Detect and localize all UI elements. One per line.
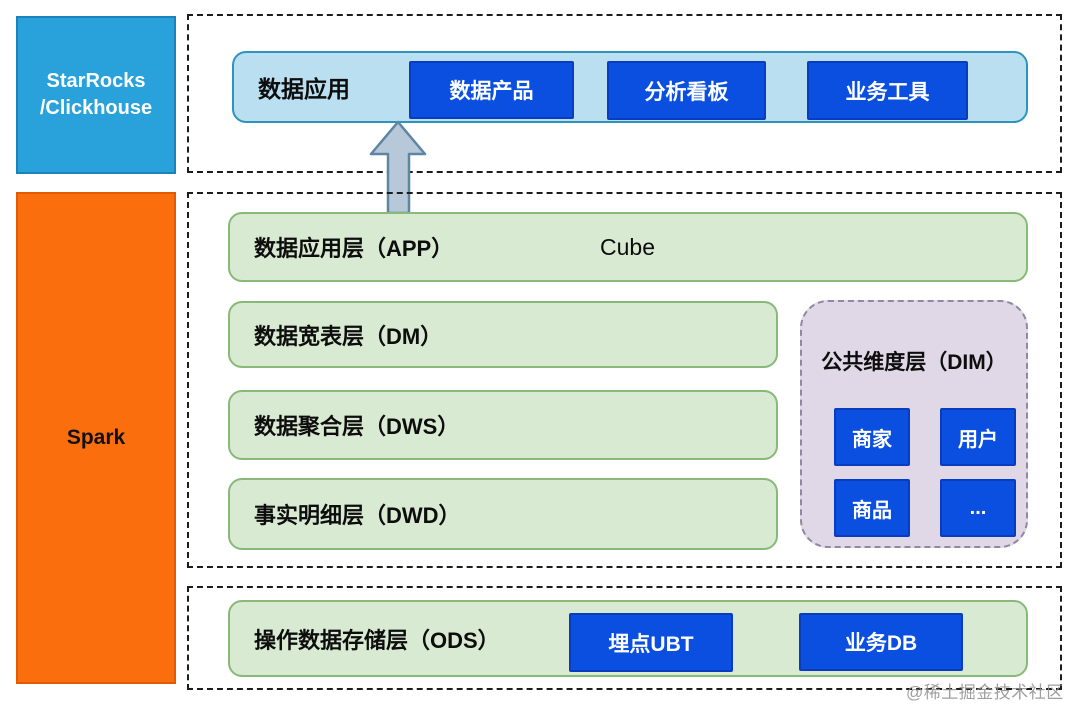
layer-bar-app: 数据应用层（APP） Cube — [228, 212, 1028, 282]
dim-layer-box: 公共维度层（DIM） 商家 用户 商品 ... — [800, 300, 1028, 548]
group-ods — [187, 586, 1062, 690]
biz-tool-button[interactable]: 业务工具 — [807, 61, 968, 120]
ubt-button[interactable]: 埋点UBT — [569, 613, 733, 672]
dim-more-button[interactable]: ... — [940, 479, 1016, 537]
layer-bar-dws: 数据聚合层（DWS） — [228, 390, 778, 460]
spark-label: Spark — [66, 426, 126, 449]
engine-box-spark: Spark — [16, 192, 176, 684]
dim-merchant-button[interactable]: 商家 — [834, 408, 910, 466]
group-data-application — [187, 14, 1062, 173]
dim-layer-title: 公共维度层（DIM） — [821, 351, 1007, 374]
dm-layer-label: 数据宽表层（DM） — [254, 323, 443, 349]
starrocks-label-line1: StarRocks — [46, 70, 146, 92]
data-application-bar: 数据应用 数据产品 分析看板 业务工具 — [232, 51, 1028, 123]
starrocks-label-line2: /Clickhouse — [39, 97, 153, 119]
dws-layer-label: 数据聚合层（DWS） — [254, 414, 460, 439]
data-application-label: 数据应用 — [258, 76, 350, 102]
cube-label: Cube — [600, 233, 655, 260]
layer-bar-dm: 数据宽表层（DM） — [228, 301, 778, 368]
layer-bar-ods: 操作数据存储层（ODS） 埋点UBT 业务DB — [228, 600, 1028, 677]
dim-user-button[interactable]: 用户 — [940, 408, 1016, 466]
group-data-warehouse — [187, 192, 1062, 568]
bizdb-button[interactable]: 业务DB — [799, 613, 963, 671]
layer-bar-dwd: 事实明细层（DWD） — [228, 478, 778, 550]
ods-layer-label: 操作数据存储层（ODS） — [254, 627, 500, 653]
dwd-layer-label: 事实明细层（DWD） — [254, 503, 461, 528]
engine-box-starrocks-clickhouse: StarRocks /Clickhouse — [16, 16, 176, 174]
data-product-button[interactable]: 数据产品 — [409, 61, 574, 119]
watermark: @稀土掘金技术社区 — [906, 683, 1064, 702]
analysis-board-button[interactable]: 分析看板 — [607, 61, 766, 120]
app-layer-label: 数据应用层（APP） — [254, 236, 454, 261]
dim-goods-button[interactable]: 商品 — [834, 479, 910, 537]
